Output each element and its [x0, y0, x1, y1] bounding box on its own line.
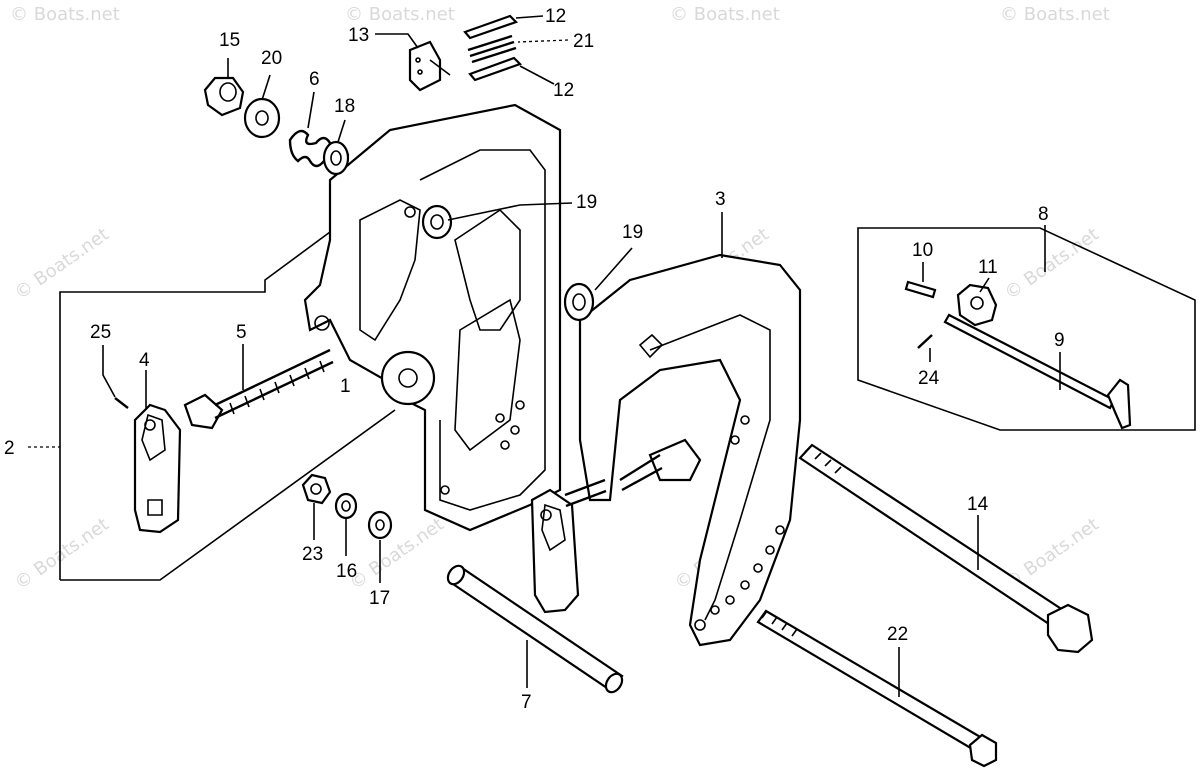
- washer-17: [367, 510, 393, 540]
- watermark: © Boats.net: [345, 4, 455, 25]
- callout-19-right: 19: [622, 222, 643, 243]
- callout-4: 4: [139, 350, 150, 371]
- group-outline-2: [59, 231, 396, 581]
- leader-lines: [102, 15, 1061, 697]
- callout-15: 15: [219, 30, 240, 51]
- spring-21: [467, 34, 517, 64]
- callout-3: 3: [715, 189, 726, 210]
- washer-16: [334, 492, 358, 520]
- washer-19-left: [421, 204, 453, 240]
- callout-25: 25: [90, 322, 111, 343]
- washer-20: [243, 97, 281, 139]
- watermark: © Boats.net: [670, 4, 780, 25]
- callout-10: 10: [912, 240, 933, 261]
- nut-23: [301, 473, 332, 505]
- callout-9: 9: [1054, 330, 1065, 351]
- callout-23: 23: [302, 544, 323, 565]
- pin-12-top: [463, 14, 519, 40]
- washer-18: [322, 140, 350, 176]
- watermark: © Boats.net: [1001, 224, 1103, 304]
- callout-5: 5: [236, 322, 247, 343]
- callout-labels: 15 20 6 18 13 12 21 12 19 19 3 8 10 11 9…: [4, 6, 1065, 713]
- stern-bracket-right: [578, 253, 802, 647]
- callout-21: 21: [573, 31, 594, 52]
- clamp-4-left: [133, 403, 182, 534]
- callout-6: 6: [309, 69, 320, 90]
- callout-13: 13: [348, 25, 369, 46]
- bolt-22: [756, 609, 998, 768]
- watermark: © Boats.net: [1000, 4, 1110, 25]
- callout-7: 7: [521, 692, 532, 713]
- callout-2: 2: [4, 438, 15, 459]
- callout-14: 14: [967, 494, 989, 515]
- clamp-right: [530, 438, 702, 614]
- pin-10: [904, 280, 937, 299]
- rod-9: [943, 313, 1132, 430]
- callout-17: 17: [369, 588, 390, 609]
- nut-15: [203, 76, 245, 117]
- screw-5: [183, 348, 334, 430]
- bolt-14: [798, 443, 1094, 654]
- knob-11: [956, 283, 998, 327]
- callout-22: 22: [887, 624, 908, 645]
- callout-16: 16: [336, 561, 357, 582]
- callout-12-bottom: 12: [553, 80, 574, 101]
- callout-8: 8: [1038, 204, 1049, 225]
- clip-13: [408, 40, 451, 92]
- callout-11: 11: [978, 257, 998, 278]
- stern-bracket-left: [303, 103, 562, 532]
- callout-1: 1: [340, 376, 351, 397]
- callout-20: 20: [261, 48, 282, 69]
- pin-25: [114, 397, 129, 409]
- callout-24: 24: [918, 368, 940, 389]
- pin-24: [917, 334, 933, 349]
- watermark: © Boats.net: [10, 4, 120, 25]
- tube-7: [446, 564, 624, 694]
- callout-12-top: 12: [545, 6, 566, 27]
- watermark: © Boats.net: [11, 514, 113, 594]
- pin-12-bottom: [468, 56, 523, 82]
- callout-18: 18: [334, 96, 355, 117]
- group-outline-8: [857, 227, 1196, 431]
- washer-19-right: [563, 282, 595, 322]
- callout-19-left: 19: [576, 192, 597, 213]
- watermark: © Boats.net: [346, 514, 448, 594]
